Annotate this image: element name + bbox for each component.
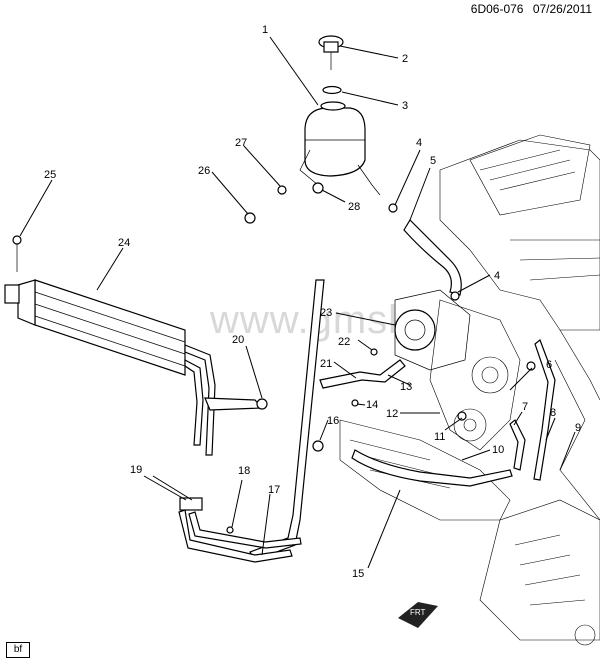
callout-6: 6: [546, 359, 552, 371]
power-steering-pump: [394, 289, 471, 371]
cooler-line-c: [178, 509, 293, 563]
callout-16: 16: [327, 415, 339, 427]
footer-tag: bf: [6, 642, 30, 658]
header: 6D06-076 07/26/2011: [465, 2, 592, 16]
engine-assembly: [339, 134, 600, 646]
callout-10: 10: [492, 444, 504, 456]
callout-9: 9: [575, 422, 581, 434]
callout-2: 2: [402, 53, 408, 65]
bracket: [204, 397, 264, 411]
callout-7: 7: [522, 401, 528, 413]
o-ring: [322, 85, 342, 95]
callout-12: 12: [386, 408, 398, 420]
callout-21: 21: [320, 358, 332, 370]
callout-3: 3: [402, 100, 408, 112]
fasteners: [12, 182, 536, 534]
callout-4b: 4: [494, 270, 500, 282]
pressure-hose-upper: [319, 359, 406, 389]
callout-28: 28: [348, 201, 360, 213]
callout-24: 24: [118, 237, 130, 249]
return-hose: [249, 279, 325, 561]
oil-cooler: [4, 279, 186, 376]
pressure-hose: [351, 449, 513, 487]
cooler-line-b: [184, 359, 204, 446]
callout-14: 14: [366, 399, 378, 411]
pipe-8: [533, 339, 556, 481]
watermark: www.gmsk: [210, 298, 410, 342]
callout-22: 22: [338, 336, 350, 348]
callout-26: 26: [198, 165, 210, 177]
cooler-line-d: [188, 511, 302, 549]
callout-13: 13: [400, 381, 412, 393]
callout-19: 19: [130, 464, 142, 476]
callout-8: 8: [550, 407, 556, 419]
callout-20: 20: [232, 334, 244, 346]
callout-18: 18: [238, 465, 250, 477]
cooler-line-a: [184, 344, 216, 456]
callout-1: 1: [262, 24, 268, 36]
inlet-hose: [403, 219, 462, 296]
forward-arrow-icon: FRT: [398, 602, 438, 628]
callout-17: 17: [268, 484, 280, 496]
callout-4a: 4: [416, 137, 422, 149]
leader-lines: [19, 36, 576, 569]
callout-25: 25: [44, 169, 56, 181]
reservoir-cap: [318, 35, 344, 70]
diagram-date: 07/26/2011: [532, 2, 592, 16]
callout-23: 23: [320, 307, 332, 319]
coolant-reservoir: [299, 101, 381, 196]
callout-15: 15: [352, 568, 364, 580]
pipe-7: [509, 419, 526, 471]
callout-5: 5: [430, 155, 436, 167]
callout-11: 11: [434, 431, 445, 443]
hose-clamp: [179, 497, 203, 511]
callout-27: 27: [235, 137, 247, 149]
diagram-code: 6D06-076: [470, 2, 524, 16]
fwd-label: FRT: [410, 608, 426, 617]
callout-labels: 1 2 3 4 5 4 6 7 8 9 10 11 12 13 14 15 16…: [44, 24, 581, 580]
